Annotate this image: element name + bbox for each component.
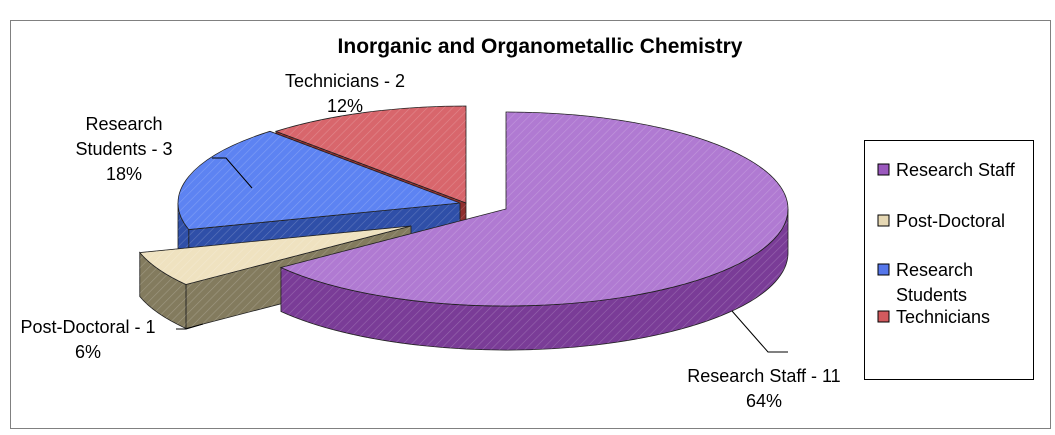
legend-item-research-staff[interactable]: Research Staff — [877, 160, 1016, 180]
legend-label-research-students: Students — [896, 285, 967, 305]
legend-label-research-students: Research — [896, 260, 973, 280]
leader-research-staff — [731, 310, 788, 353]
legend-box — [864, 140, 1034, 380]
data-label-research-students-line: Students - 3 — [75, 139, 172, 159]
data-label-technicians-line: Technicians - 2 — [285, 71, 405, 91]
legend-swatch-research-students — [877, 263, 890, 276]
data-label-post-doctoral-line: 6% — [75, 342, 101, 362]
legend-label-technicians: Technicians — [896, 307, 990, 327]
legend-swatch-post-doctoral — [877, 214, 890, 227]
data-label-post-doctoral-line: Post-Doctoral - 1 — [20, 317, 155, 337]
legend-swatch-research-staff — [877, 163, 890, 176]
legend-swatch-technicians — [877, 310, 890, 323]
leader-lines — [176, 157, 788, 353]
legend-item-post-doctoral[interactable]: Post-Doctoral — [877, 211, 1005, 231]
data-label-research-students-line: 18% — [106, 164, 142, 184]
legend-item-technicians[interactable]: Technicians — [877, 307, 990, 327]
data-labels: Research Staff - 11 64% Post-Doctoral - 1 6… — [20, 71, 840, 411]
pie — [138, 105, 789, 351]
legend[interactable]: Research StaffPost-DoctoralResearchStude… — [864, 140, 1034, 380]
chart-title: Inorganic and Organometallic Chemistry — [338, 35, 743, 58]
data-label-research-students-line: Research — [85, 114, 162, 134]
leader-research-students — [212, 157, 253, 189]
data-label-research-staff-line: 64% — [746, 391, 782, 411]
data-label-technicians-line: 12% — [327, 96, 363, 116]
legend-label-research-staff: Research Staff — [896, 160, 1016, 180]
legend-label-post-doctoral: Post-Doctoral — [896, 211, 1005, 231]
data-label-post-doctoral: Post-Doctoral - 1 6% — [20, 317, 155, 362]
data-label-technicians: Technicians - 2 12% — [285, 71, 405, 116]
leader-post-doctoral — [176, 323, 204, 330]
slice-research-staff[interactable] — [279, 111, 789, 351]
data-label-research-staff-line: Research Staff - 11 — [687, 366, 840, 386]
data-label-research-staff: Research Staff - 11 64% — [687, 366, 840, 411]
